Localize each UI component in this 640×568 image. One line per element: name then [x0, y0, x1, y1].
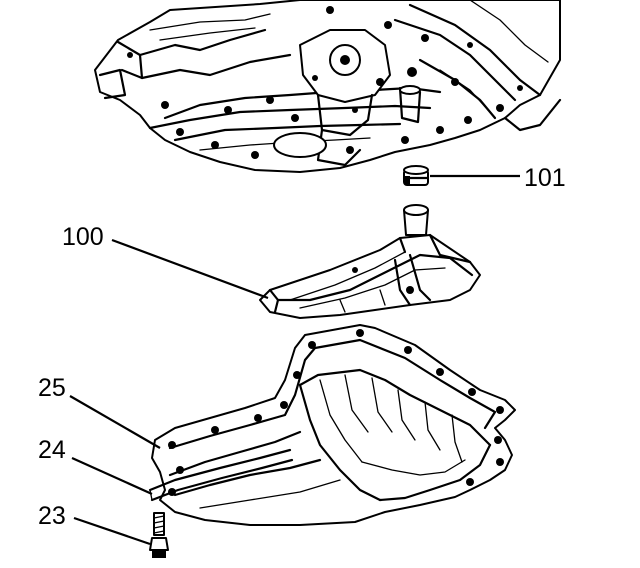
callout-25: 25 — [38, 374, 66, 402]
filter-seal — [402, 165, 430, 186]
leader-23 — [73, 516, 151, 546]
leader-25 — [69, 395, 161, 449]
transmission-case — [94, 0, 562, 173]
leader-100 — [111, 238, 269, 300]
oil-pan — [151, 324, 516, 526]
callout-101: 101 — [524, 164, 566, 192]
leader-24 — [71, 456, 153, 496]
oil-pan-bolt — [149, 512, 169, 558]
callout-labels: 101 100 25 24 23 — [38, 164, 566, 530]
leader-lines — [69, 174, 520, 546]
oil-pan-gasket — [148, 448, 294, 502]
transmission-filter — [259, 204, 481, 319]
callout-23: 23 — [38, 502, 66, 530]
callout-24: 24 — [38, 436, 66, 464]
callout-100: 100 — [62, 223, 104, 251]
